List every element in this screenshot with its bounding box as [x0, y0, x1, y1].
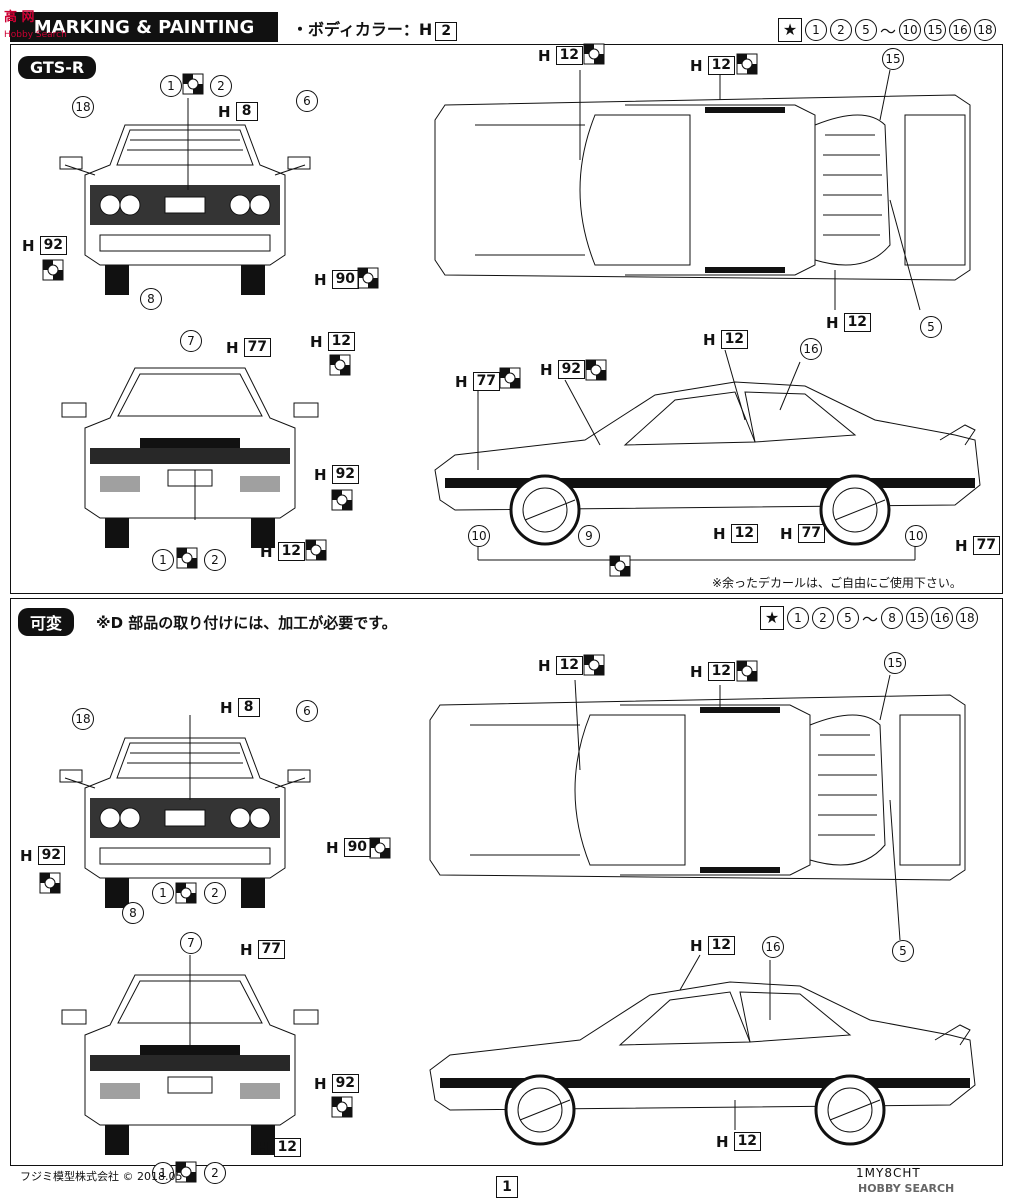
gtsr-rear-view [59, 124, 311, 296]
star-icon: ★ [778, 18, 802, 42]
decal-num: 5 [855, 19, 877, 41]
footnote-spare-decals: ※余ったデカールは、ご自由にご使用下さい。 [712, 576, 962, 590]
kahen-top-num-5: 5 [892, 940, 914, 962]
gtsr-side-num-9: 9 [578, 525, 600, 547]
decal-num: 18 [956, 607, 979, 629]
star-icon: ★ [760, 606, 784, 630]
gtsr-front-view [61, 367, 319, 549]
gtsr-front-num-2: 2 [204, 549, 226, 571]
kahen-side-num-16: 16 [762, 936, 784, 958]
kahen-note: ※D 部品の取り付けには、加工が必要です。 [96, 614, 397, 632]
section-kahen-frame [10, 598, 1003, 1166]
footer-copyright: フジミ模型株式会社 © 2018.05 [20, 1170, 183, 1183]
kahen-rear-num-1: 1 [152, 882, 174, 904]
gtsr-rear-num-8: 8 [140, 288, 162, 310]
decal-num: 2 [830, 19, 852, 41]
decal-range-sep: ～ [880, 22, 897, 41]
decal-num: 1 [787, 607, 809, 629]
gtsr-top-num-15: 15 [882, 48, 904, 70]
gtsr-top-view [434, 94, 971, 281]
gtsr-side-num-16: 16 [800, 338, 822, 360]
kahen-front-num-2: 2 [204, 1162, 226, 1184]
decal-num: 10 [899, 19, 922, 41]
gtsr-side-num-10-rear: 10 [905, 525, 927, 547]
gtsr-rear-num-2: 2 [210, 75, 232, 97]
decal-num: 2 [812, 607, 834, 629]
kahen-side-view [428, 980, 977, 1146]
footer-code: 1MY8CHT [856, 1166, 921, 1180]
decal-num: 18 [974, 19, 997, 41]
decal-num: 5 [837, 607, 859, 629]
gtsr-rear-num-6: 6 [296, 90, 318, 112]
decal-list-gtsr: ★ 1 2 5 ～ 10 15 16 18 [778, 18, 997, 42]
gtsr-top-num-5: 5 [920, 316, 942, 338]
kahen-rear-num-6: 6 [296, 700, 318, 722]
kahen-rear-num-8: 8 [122, 902, 144, 924]
gtsr-front-num-7: 7 [180, 330, 202, 352]
gtsr-side-view [433, 380, 982, 546]
decal-num: 1 [805, 19, 827, 41]
decal-num: 16 [931, 607, 954, 629]
watermark-logo: 高 网 [4, 10, 35, 25]
gtsr-front-num-1: 1 [152, 549, 174, 571]
page-number: 1 [496, 1176, 518, 1198]
gtsr-rear-num-1: 1 [160, 75, 182, 97]
kahen-rear-num-18: 18 [72, 708, 94, 730]
gtsr-rear-num-18: 18 [72, 96, 94, 118]
decal-list-kahen: ★ 1 2 5 ～ 8 15 16 18 [760, 606, 979, 630]
page-title: MARKING & PAINTING [10, 12, 278, 42]
watermark-subtext: Hobby Search [4, 30, 67, 40]
decal-num: 16 [949, 19, 972, 41]
kahen-front-num-7: 7 [180, 932, 202, 954]
decal-num: 15 [924, 19, 947, 41]
kahen-top-num-15: 15 [884, 652, 906, 674]
section-label-kahen: 可変 [18, 608, 75, 636]
decal-num: 8 [881, 607, 904, 629]
section-gtsr-frame [10, 44, 1003, 594]
gtsr-side-num-10-front: 10 [468, 525, 490, 547]
decal-num: 15 [906, 607, 929, 629]
decal-range-sep: ～ [862, 610, 879, 629]
footer-watermark: HOBBY SEARCH [858, 1182, 955, 1195]
kahen-rear-num-2: 2 [204, 882, 226, 904]
kahen-front-num-1: 1 [152, 1162, 174, 1184]
section-label-gtsr: GTS-R [18, 56, 97, 79]
kahen-top-view [429, 694, 966, 881]
